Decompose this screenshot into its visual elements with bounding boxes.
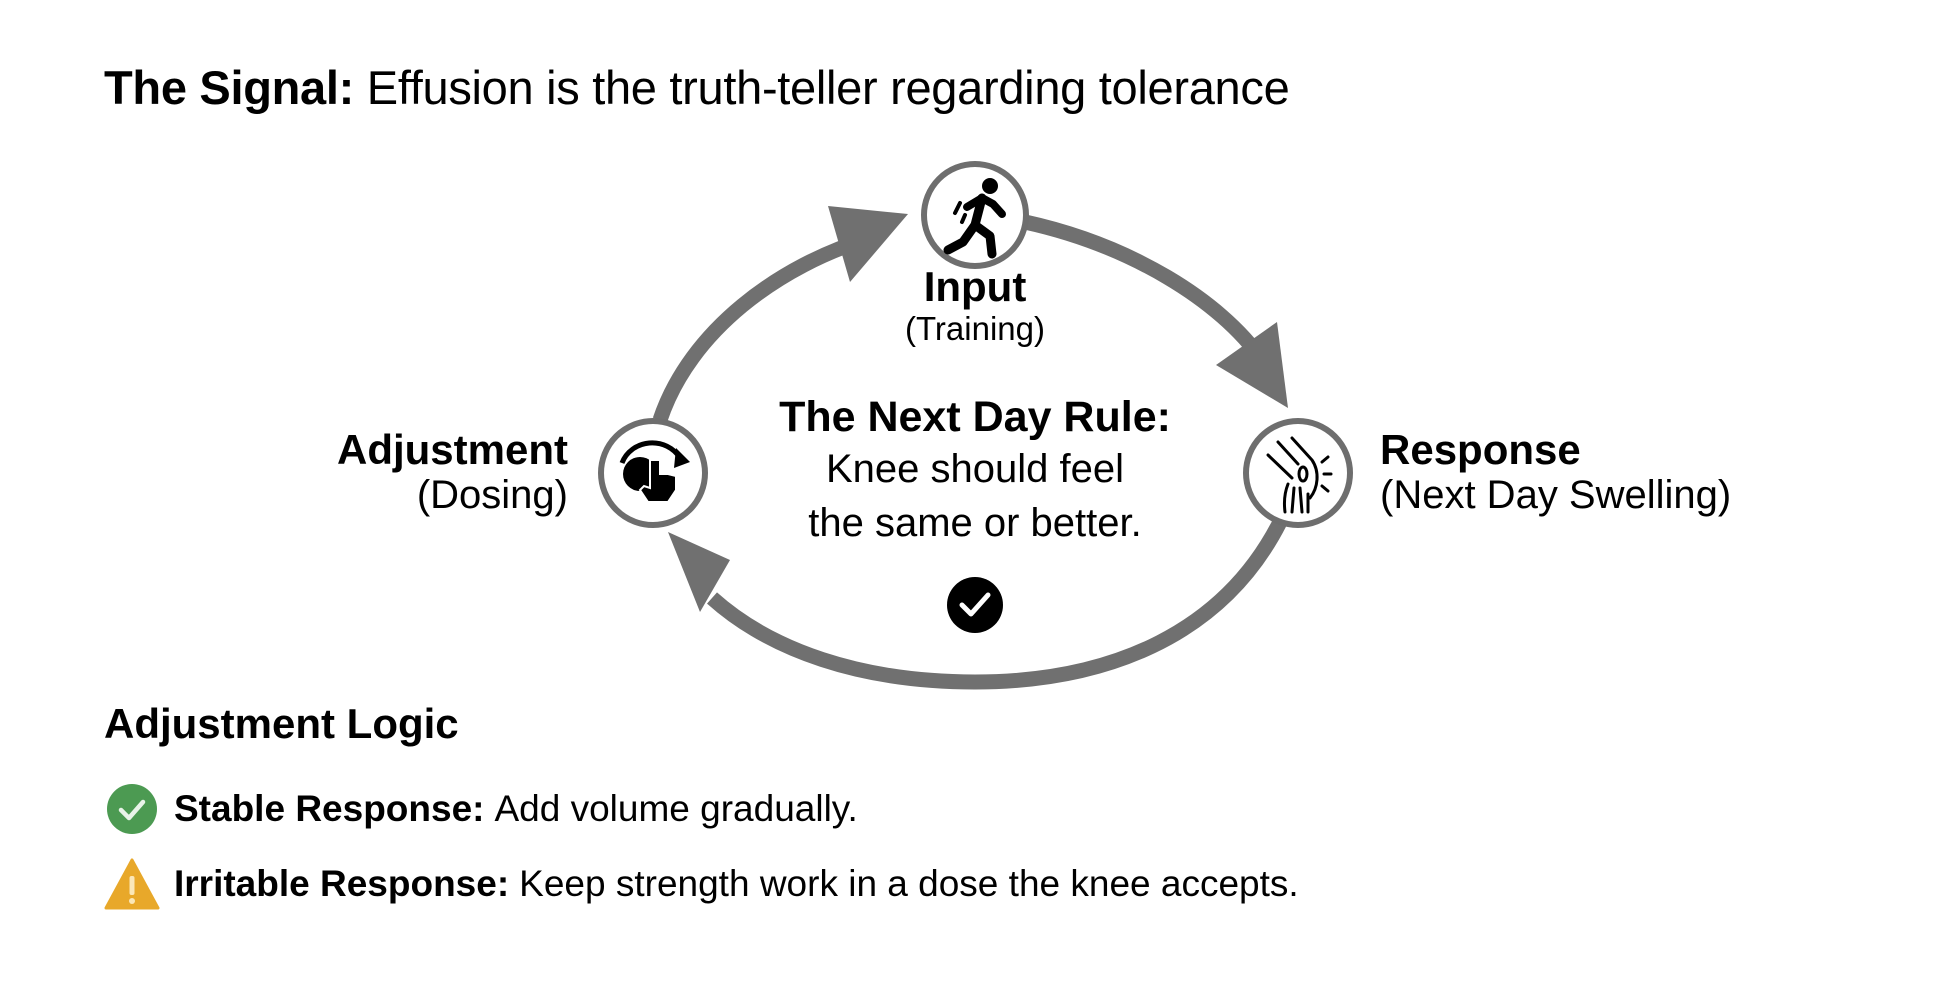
node-response bbox=[1243, 418, 1353, 528]
arrow-response-to-adjust bbox=[706, 518, 1287, 690]
rule-heading: The Next Day Rule: bbox=[779, 393, 1171, 441]
stable-label: Stable Response: bbox=[174, 788, 485, 829]
next-day-rule: The Next Day Rule: Knee should feel the … bbox=[725, 392, 1225, 550]
input-sublabel: (Training) bbox=[905, 310, 1045, 347]
arrowhead-response bbox=[1216, 322, 1288, 408]
arrow-input-to-response bbox=[1023, 214, 1269, 365]
arrow-adjust-to-input bbox=[652, 230, 873, 423]
knee-joint-icon bbox=[1266, 436, 1333, 514]
node-adjustment bbox=[598, 418, 708, 528]
response-sublabel: (Next Day Swelling) bbox=[1380, 473, 1732, 517]
label-adjustment: Adjustment (Dosing) bbox=[250, 426, 568, 518]
label-response: Response (Next Day Swelling) bbox=[1380, 426, 1732, 518]
page-title: The Signal: Effusion is the truth-teller… bbox=[104, 60, 1290, 115]
irritable-label: Irritable Response: bbox=[174, 863, 510, 904]
title-bold: The Signal: bbox=[104, 61, 354, 114]
warning-triangle-icon bbox=[104, 858, 160, 910]
check-circle-icon bbox=[947, 577, 1003, 633]
hand-dial-adjust-icon bbox=[619, 440, 690, 503]
adjustment-label: Adjustment bbox=[337, 426, 568, 473]
arrowhead-input bbox=[828, 206, 908, 282]
adjustment-logic-heading: Adjustment Logic bbox=[104, 700, 459, 747]
node-input bbox=[921, 161, 1029, 269]
rule-line-1: Knee should feel bbox=[825, 447, 1124, 491]
logic-row-stable: Stable Response: Add volume gradually. bbox=[104, 781, 858, 837]
rule-line-2: the same or better. bbox=[808, 501, 1142, 545]
irritable-text: Keep strength work in a dose the knee ac… bbox=[519, 863, 1299, 904]
title-text: Effusion is the truth-teller regarding t… bbox=[366, 61, 1290, 114]
stable-text: Add volume gradually. bbox=[494, 788, 858, 829]
input-label: Input bbox=[923, 263, 1027, 310]
response-label: Response bbox=[1380, 426, 1581, 473]
adjustment-sublabel: (Dosing) bbox=[416, 473, 568, 517]
logic-row-irritable: Irritable Response: Keep strength work i… bbox=[104, 856, 1299, 912]
arrowhead-adjust bbox=[668, 532, 730, 612]
green-check-icon bbox=[107, 784, 157, 834]
label-input: Input (Training) bbox=[875, 264, 1075, 348]
running-person-icon bbox=[943, 178, 1006, 259]
